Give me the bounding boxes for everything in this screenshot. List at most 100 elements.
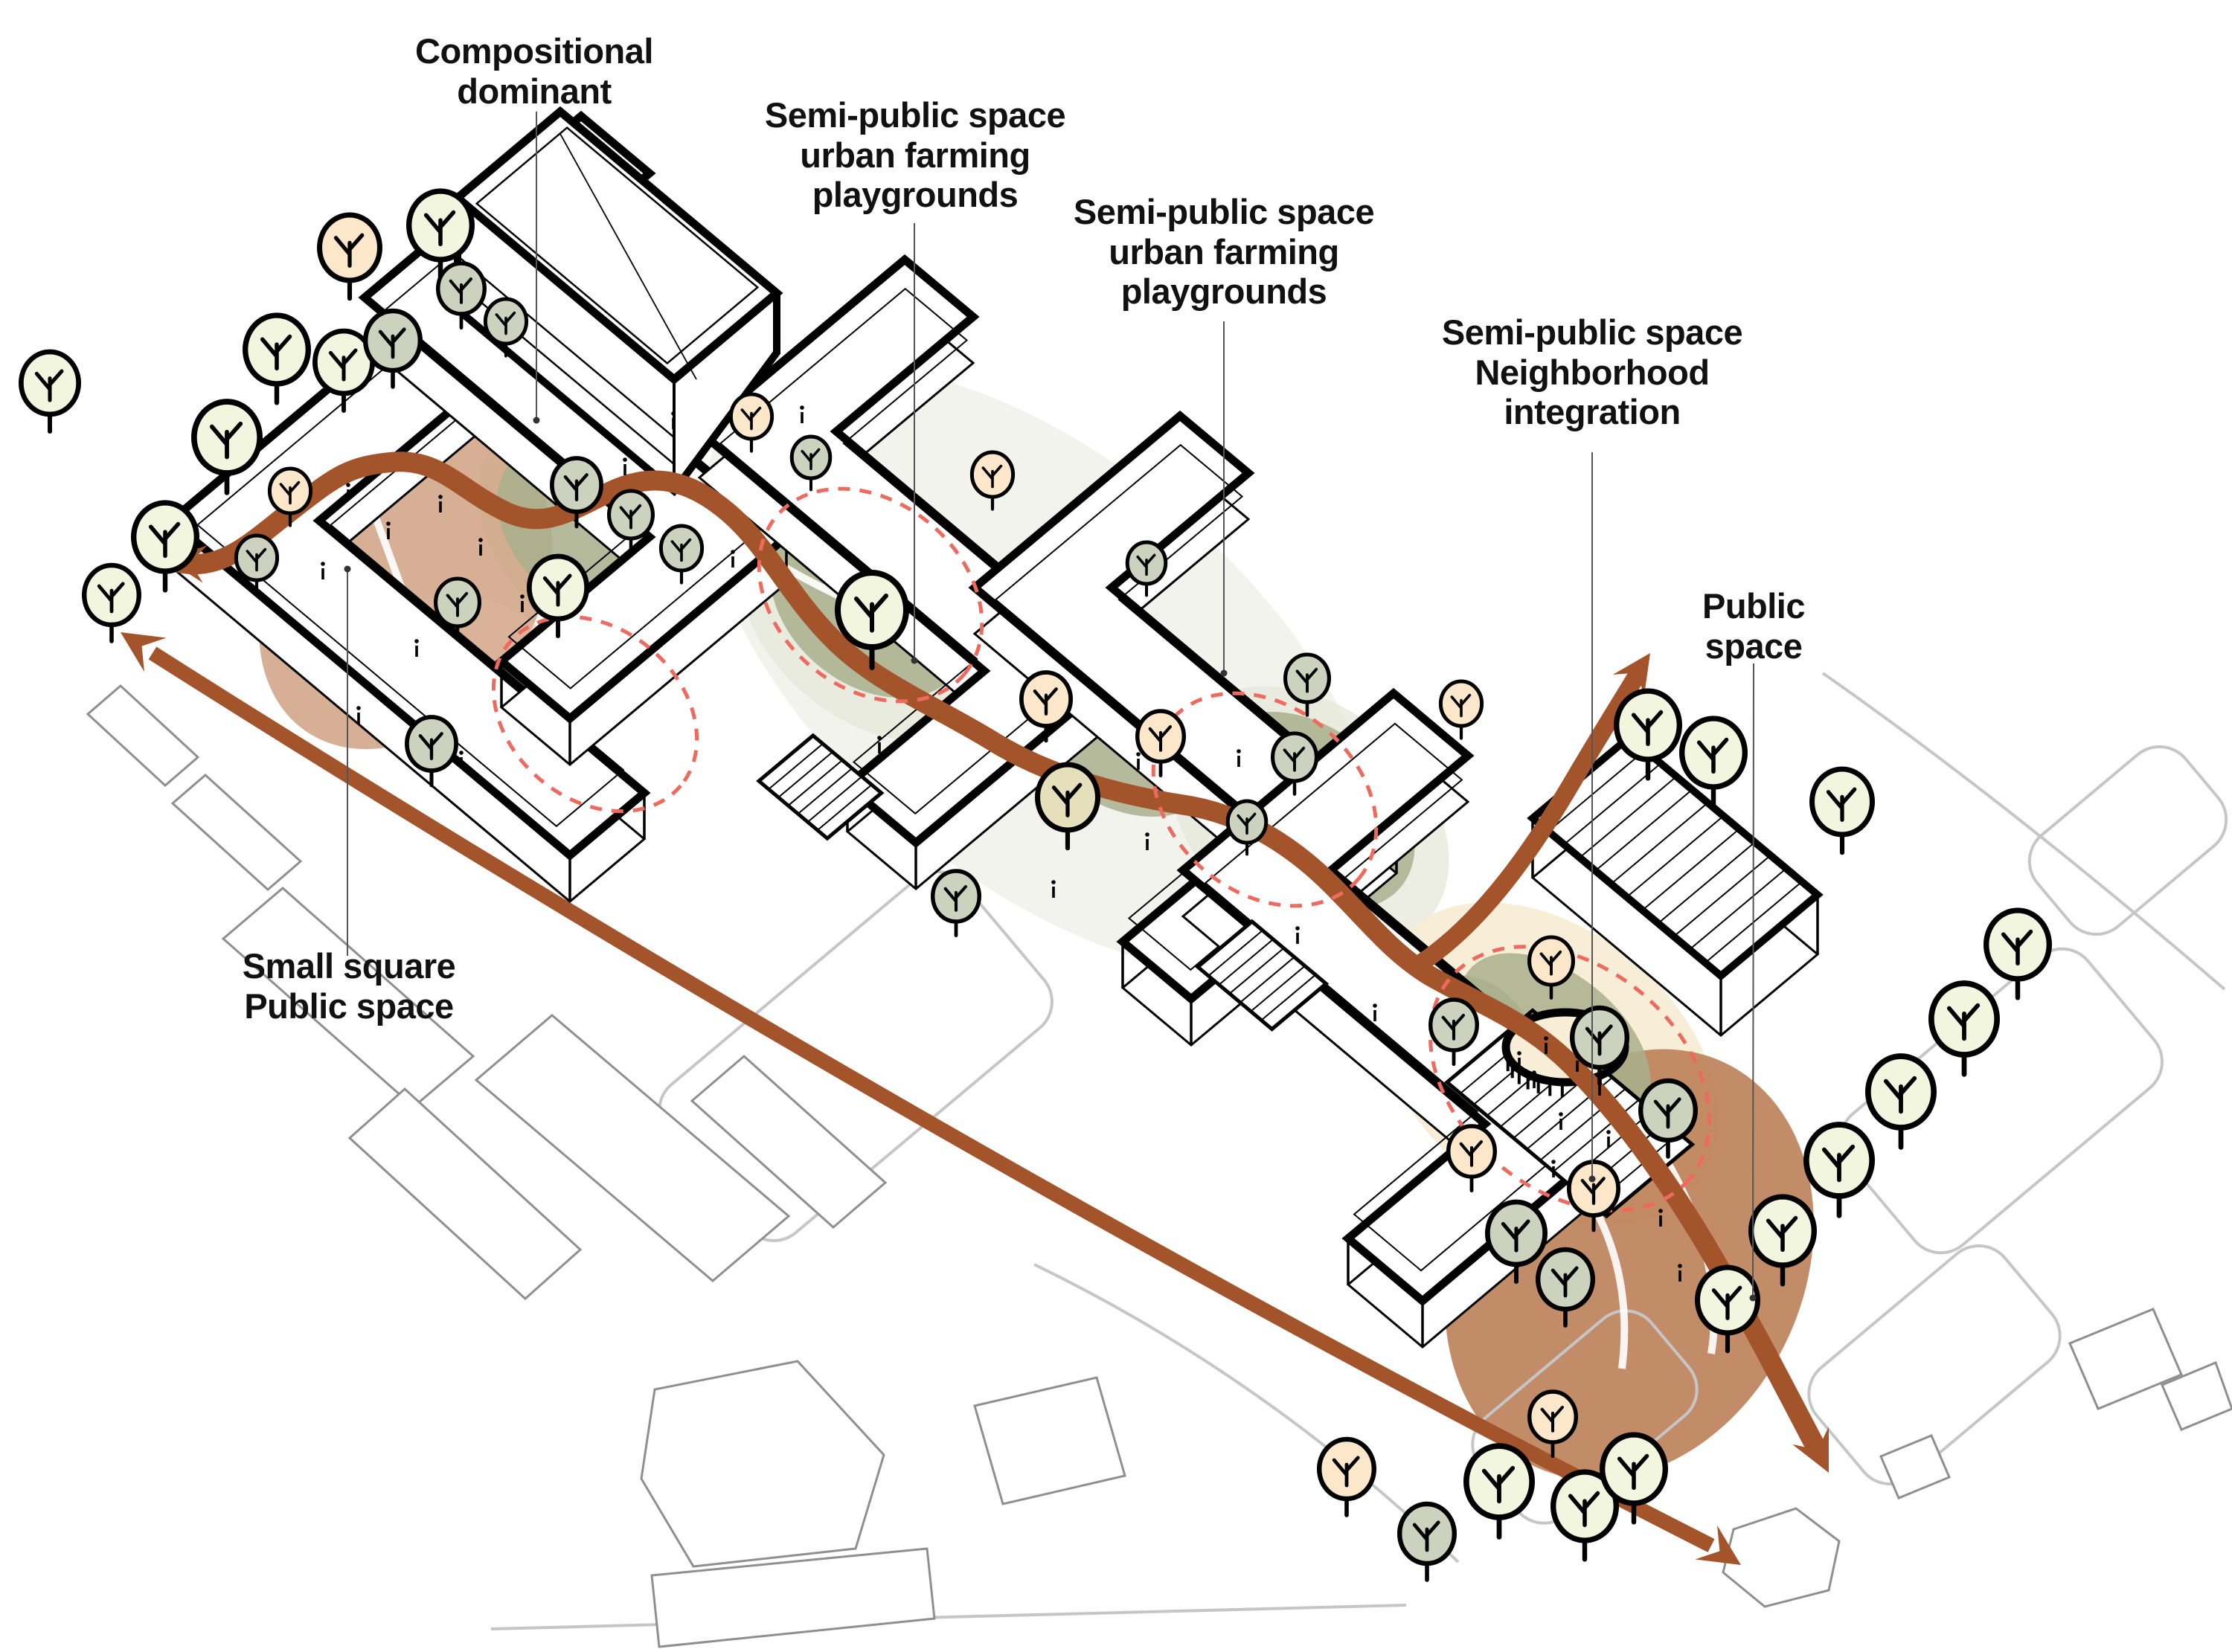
person-head: [356, 706, 361, 710]
activity-dashed-circle: [1428, 945, 1712, 1212]
person-head: [1145, 832, 1149, 837]
person-mark: [877, 736, 882, 753]
tower-terrace-line: [505, 349, 675, 489]
terrace-tread: [1658, 841, 1756, 925]
person-mark: [1532, 1070, 1536, 1088]
tree-branches: [563, 473, 589, 501]
tree-branches: [423, 210, 456, 247]
leader-line: [1749, 663, 1757, 1302]
tree-branches: [1051, 782, 1083, 817]
tree-branches: [1332, 1456, 1360, 1488]
person-head: [459, 751, 464, 755]
tree: [1566, 1160, 1620, 1232]
person-mark: [1295, 926, 1300, 944]
tree-branches: [801, 448, 821, 471]
person-head: [623, 457, 627, 462]
person-head: [1517, 1051, 1521, 1055]
road-line: [1033, 1263, 1460, 1563]
tree: [728, 392, 775, 453]
tree: [1463, 1443, 1535, 1540]
tree-branches: [260, 334, 292, 371]
context-building: [690, 1055, 888, 1229]
tree: [267, 466, 313, 527]
stair-tread: [1208, 930, 1263, 977]
tree: [1809, 766, 1876, 855]
person-mark: [346, 483, 350, 501]
person-head: [438, 495, 443, 499]
tower-terrace-line: [457, 255, 675, 438]
leader-line: [344, 565, 351, 956]
tree: [969, 450, 1016, 511]
person-mark: [478, 538, 483, 556]
stair-outline: [1195, 919, 1330, 1032]
person-head: [731, 550, 735, 554]
tree: [1527, 1389, 1578, 1459]
tree: [1125, 540, 1168, 597]
leader-line: [911, 223, 918, 664]
tree-branches: [1283, 746, 1306, 772]
tree: [316, 212, 382, 301]
person-head: [321, 562, 325, 566]
label-compositional-dominant: Compositional dominant: [415, 31, 653, 111]
person-mark: [438, 495, 443, 512]
tree-branches: [619, 504, 642, 530]
person-head: [1658, 1209, 1663, 1213]
person-mark: [1373, 1003, 1377, 1021]
tree: [81, 562, 141, 643]
person-mark: [1237, 749, 1241, 767]
tree-branches: [1653, 1097, 1681, 1129]
tree-branches: [328, 348, 358, 382]
courtyard-flow-path: [167, 451, 1827, 1459]
person-head: [520, 594, 525, 599]
tree-branches: [1711, 1285, 1742, 1320]
tree-branches: [1568, 1491, 1600, 1528]
stair-tread: [817, 784, 873, 831]
tree-branches: [246, 547, 267, 572]
tree: [483, 297, 529, 358]
tree: [405, 715, 459, 788]
person-head: [1373, 1003, 1377, 1008]
tree-branches: [1237, 812, 1257, 835]
stair-tread: [1229, 947, 1285, 994]
person-mark: [623, 457, 627, 475]
context-building: [86, 684, 200, 788]
arrowhead: [1695, 1525, 1741, 1565]
person-mark: [1136, 752, 1141, 770]
tree-branches: [1821, 1144, 1856, 1183]
label-semi-public-3: Semi-public space Neighborhood integrati…: [1441, 312, 1743, 432]
tree: [1550, 1469, 1619, 1562]
person-head: [1532, 1070, 1536, 1075]
label-public-space: Public space: [1702, 586, 1806, 666]
person-mark: [321, 562, 325, 579]
tree: [1569, 1005, 1629, 1086]
person-head: [1551, 1160, 1556, 1164]
leader-dot: [344, 565, 351, 573]
tree-branches: [418, 732, 443, 760]
leader-dot: [533, 417, 540, 424]
person-head: [877, 736, 882, 740]
person-head: [800, 405, 804, 410]
tree: [1019, 670, 1074, 743]
tree: [1446, 1124, 1497, 1193]
leader-dot: [1749, 1294, 1757, 1302]
person-mark: [800, 405, 804, 423]
person-mark: [414, 639, 419, 657]
tree: [1865, 1053, 1937, 1150]
person-mark: [459, 751, 464, 768]
leader-dot: [911, 657, 918, 664]
person-head: [1559, 1112, 1563, 1116]
context-building: [973, 1376, 1126, 1505]
tree-branches: [1148, 725, 1172, 752]
tree: [606, 489, 655, 553]
tree: [1803, 1122, 1876, 1218]
person-mark: [671, 411, 676, 429]
terrace-tread: [1673, 855, 1771, 937]
tree-branches: [1585, 1024, 1613, 1056]
context-building: [650, 1547, 936, 1648]
context-building: [640, 1360, 885, 1568]
tree: [19, 349, 81, 434]
terrace-tread: [1579, 776, 1677, 858]
tree-branches: [1540, 1406, 1564, 1433]
tree-branches: [1459, 1140, 1483, 1167]
tree: [789, 434, 833, 492]
